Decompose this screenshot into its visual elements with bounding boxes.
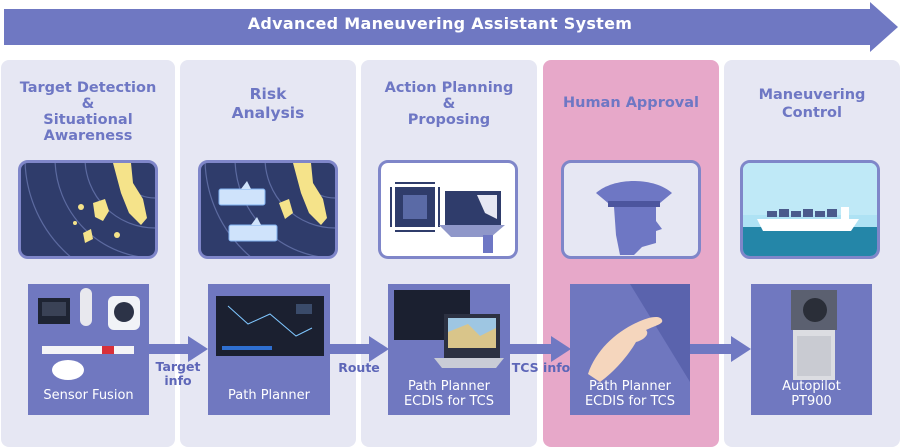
- product-label: Path Planner ECDIS for TCS: [570, 379, 690, 409]
- ecdis-console-icon: [394, 290, 504, 368]
- product-autopilot: Autopilot PT900: [751, 284, 872, 415]
- product-label-line: Path Planner: [408, 379, 490, 394]
- product-label-line: Sensor Fusion: [43, 388, 134, 403]
- product-label-line: Path Planner: [228, 388, 310, 403]
- arrow-route: [330, 336, 389, 362]
- column-title-line: Action Planning: [384, 80, 514, 96]
- product-path-planner: Path Planner: [208, 284, 330, 415]
- column-title-line: Control: [782, 105, 842, 121]
- product-label: Autopilot PT900: [751, 379, 872, 409]
- arrow-to-autopilot: [690, 336, 751, 362]
- column-title-line: Maneuvering: [758, 87, 866, 103]
- column-title: Action Planning & Proposing: [361, 80, 537, 128]
- product-label-line: ECDIS for TCS: [584, 394, 676, 409]
- flow-label-line: TCS info: [511, 360, 571, 375]
- container-ship-icon: [740, 160, 880, 259]
- column-title-line: Target Detection: [19, 80, 157, 96]
- chip-console-icon: [378, 160, 518, 259]
- column-title-line: Analysis: [231, 104, 305, 122]
- product-label-line: ECDIS for TCS: [403, 394, 495, 409]
- radar-risk-icon: [198, 160, 338, 259]
- product-path-planner-ecdis: Path Planner ECDIS for TCS: [388, 284, 510, 415]
- column-title-line: Human Approval: [562, 95, 700, 111]
- autopilot-unit-icon: [791, 290, 837, 380]
- column-title: Target Detection & Situational Awareness: [1, 80, 175, 144]
- column-title-line: Situational Awareness: [43, 112, 133, 144]
- flow-label-line: info: [164, 373, 192, 388]
- radar-detection-icon: [18, 160, 158, 259]
- sensor-equipment-icon: [38, 288, 140, 380]
- product-sensor-fusion: Sensor Fusion: [28, 284, 149, 415]
- product-label: Sensor Fusion: [28, 388, 149, 403]
- flow-label-tcs-info: TCS info: [505, 361, 577, 375]
- arrow-tcs-info: [510, 336, 571, 362]
- product-label-line: Path Planner: [589, 379, 671, 394]
- column-title: Human Approval: [543, 95, 719, 111]
- column-title: Maneuvering Control: [724, 86, 900, 122]
- path-planner-screen-icon: [216, 296, 324, 356]
- product-label: Path Planner ECDIS for TCS: [388, 379, 510, 409]
- flow-label-line: Target: [155, 359, 201, 374]
- column-title-line: &: [81, 96, 95, 112]
- flow-label-route: Route: [332, 361, 386, 375]
- touch-hand-icon: [588, 284, 690, 382]
- captain-head-icon: [561, 160, 701, 259]
- product-human-approval: Path Planner ECDIS for TCS: [570, 284, 690, 415]
- column-title-line: &: [442, 96, 456, 112]
- product-label-line: PT900: [791, 394, 832, 409]
- arrow-target-info: [149, 336, 208, 362]
- column-title: Risk Analysis: [180, 85, 356, 123]
- banner-title: Advanced Maneuvering Assistant System: [247, 14, 633, 33]
- flow-label-target-info: Target info: [148, 360, 208, 388]
- product-label-line: Autopilot: [782, 379, 841, 394]
- column-title-line: Proposing: [407, 112, 491, 128]
- product-label: Path Planner: [208, 388, 330, 403]
- flow-label-line: Route: [338, 360, 380, 375]
- column-title-line: Risk: [249, 85, 287, 103]
- system-banner: Advanced Maneuvering Assistant System: [0, 0, 900, 54]
- banner-arrow-shape: [4, 2, 898, 52]
